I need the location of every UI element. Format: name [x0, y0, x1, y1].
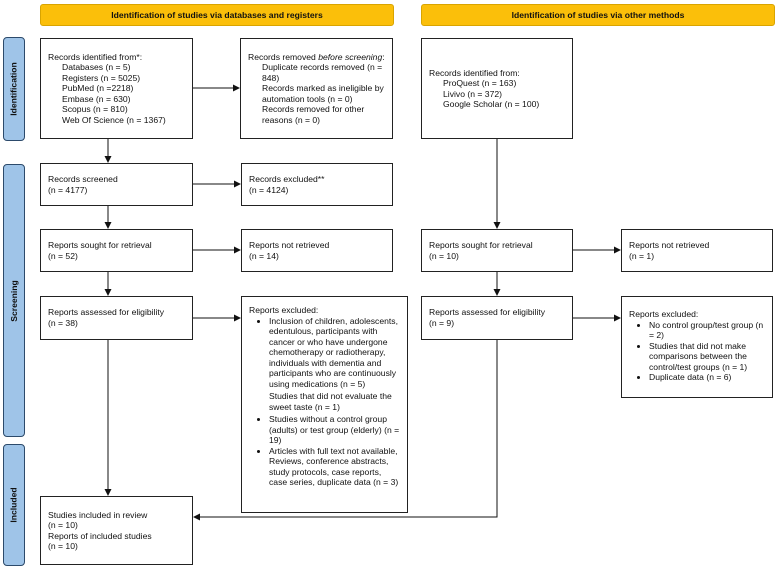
removed-duplicates: Duplicate records removed (n = 848): [262, 62, 383, 83]
other-reports-sought-box: Reports sought for retrieval(n = 10): [421, 229, 573, 272]
box-title: Reports excluded:: [629, 309, 699, 319]
box-title: Records identified from*:: [48, 51, 143, 62]
box-count: (n = 4177): [48, 184, 88, 195]
box-label: Reports assessed for eligibility: [48, 307, 165, 317]
included-studies-count: (n = 10): [48, 520, 78, 530]
exclusion-reason: Inclusion of children, adolescents, eden…: [269, 316, 400, 390]
source-databases: Databases (n = 5): [62, 62, 131, 73]
box-label: Records screened: [48, 174, 118, 184]
exclusion-reason: Articles with full text not available, R…: [269, 446, 400, 488]
included-reports-count: (n = 10): [48, 541, 78, 551]
other-reports-excluded-box: Reports excluded: No control group/test …: [621, 296, 773, 398]
box-title: Reports excluded:: [249, 305, 319, 315]
included-reports-label: Reports of included studies: [48, 530, 152, 541]
box-count: (n = 9): [429, 317, 455, 328]
db-records-screened-box: Records screened(n = 4177): [40, 163, 193, 206]
db-reports-not-retrieved-box: Reports not retrieved(n = 14): [241, 229, 393, 272]
exclusion-reason: No control group/test group (n = 2): [649, 320, 765, 341]
box-count: (n = 4124): [249, 184, 289, 195]
source-registers: Registers (n = 5025): [62, 72, 141, 83]
included-studies-label: Studies included in review: [48, 509, 148, 520]
removed-other: Records removed for other reasons (n = 0…: [262, 104, 365, 125]
source-embase: Embase (n = 630): [62, 93, 131, 104]
box-count: (n = 38): [48, 317, 78, 328]
source-pubmed: PubMed (n =2218): [62, 83, 134, 94]
box-label: Reports sought for retrieval: [429, 240, 533, 250]
exclusion-reason: Studies that did not evaluate the sweet …: [269, 391, 392, 412]
source-proquest: ProQuest (n = 163): [443, 78, 517, 88]
source-scopus: Scopus (n = 810): [62, 104, 128, 115]
db-records-identified-box: Records identified from*: Databases (n =…: [40, 38, 193, 139]
source-wos: Web Of Science (n = 1367): [62, 114, 166, 125]
other-reports-assessed-box: Reports assessed for eligibility(n = 9): [421, 296, 573, 340]
box-label: Reports assessed for eligibility: [429, 307, 546, 317]
other-records-identified-box: Records identified from: ProQuest (n = 1…: [421, 38, 573, 139]
exclusion-reason: Studies that did not make comparisons be…: [649, 341, 765, 373]
box-label: Reports not retrieved: [629, 240, 710, 250]
box-count: (n = 10): [429, 250, 459, 261]
other-reports-not-retrieved-box: Reports not retrieved(n = 1): [621, 229, 773, 272]
phase-screening: Screening: [3, 164, 25, 437]
box-title: Records removed before screening:: [248, 51, 385, 62]
box-label: Reports sought for retrieval: [48, 240, 152, 250]
box-count: (n = 52): [48, 250, 78, 261]
studies-included-box: Studies included in review (n = 10) Repo…: [40, 496, 193, 565]
box-label: Reports not retrieved: [249, 240, 330, 250]
box-count: (n = 1): [629, 250, 655, 261]
db-reports-assessed-box: Reports assessed for eligibility(n = 38): [40, 296, 193, 340]
exclusion-reason: Studies without a control group (adults)…: [269, 414, 400, 446]
box-label: Records excluded**: [249, 174, 325, 184]
db-records-removed-box: Records removed before screening: Duplic…: [240, 38, 393, 139]
box-count: (n = 14): [249, 250, 279, 261]
phase-identification: Identification: [3, 37, 25, 141]
phase-included: Included: [3, 444, 25, 566]
source-google-scholar: Google Scholar (n = 100): [443, 99, 540, 109]
header-other-methods: Identification of studies via other meth…: [421, 4, 775, 26]
box-title: Records identified from:: [429, 67, 520, 78]
db-reports-sought-box: Reports sought for retrieval(n = 52): [40, 229, 193, 272]
db-records-excluded-box: Records excluded**(n = 4124): [241, 163, 393, 206]
db-reports-excluded-box: Reports excluded: Inclusion of children,…: [241, 296, 408, 513]
header-databases: Identification of studies via databases …: [40, 4, 394, 26]
source-livivo: Livivo (n = 372): [443, 88, 502, 99]
removed-automation: Records marked as ineligible by automati…: [262, 83, 384, 104]
exclusion-reason: Duplicate data (n = 6): [649, 372, 765, 383]
